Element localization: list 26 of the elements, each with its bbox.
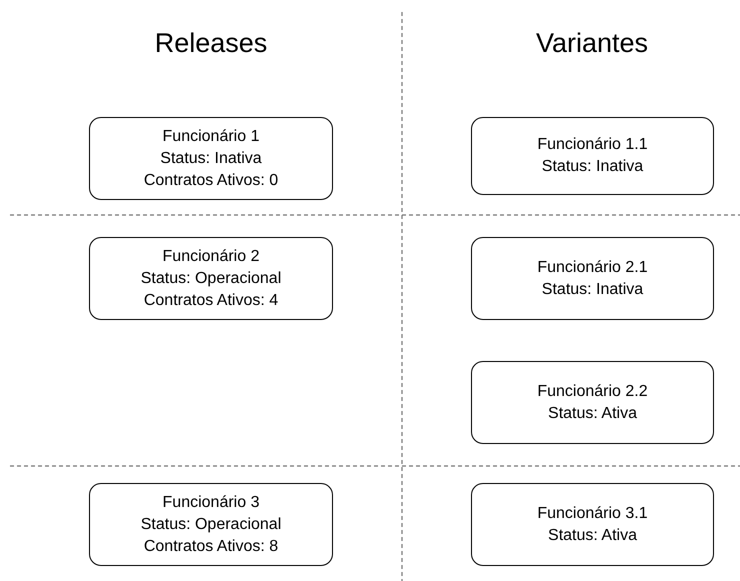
rounded-box <box>89 237 333 320</box>
status-text: Status: Inativa <box>160 148 262 168</box>
status-text: Status: Inativa <box>542 280 644 300</box>
rounded-box <box>471 483 714 566</box>
name-text: Funcionário 3.1 <box>537 504 648 524</box>
column-heading: Variantes <box>534 28 650 59</box>
rounded-box <box>471 237 714 320</box>
contracts-text: Contratos Ativos: 8 <box>144 536 278 556</box>
rounded-box <box>471 117 714 195</box>
status-text: Status: Ativa <box>548 526 637 546</box>
name-text: Funcionário 2.2 <box>537 382 648 402</box>
contracts-text: Contratos Ativos: 4 <box>144 290 278 310</box>
column-heading: Releases <box>154 28 268 59</box>
status-text: Status: Inativa <box>542 157 644 177</box>
status-text: Status: Ativa <box>548 404 637 424</box>
rounded-box <box>89 117 333 200</box>
name-text: Funcionário 2 <box>162 246 260 266</box>
contracts-text: Contratos Ativos: 0 <box>144 170 278 190</box>
status-text: Status: Operacional <box>140 268 282 288</box>
rounded-box <box>89 483 333 566</box>
name-text: Funcionário 3 <box>162 492 260 512</box>
name-text: Funcionário 1.1 <box>537 135 648 155</box>
rounded-box <box>471 361 714 444</box>
name-text: Funcionário 1 <box>162 126 260 146</box>
status-text: Status: Operacional <box>140 514 282 534</box>
name-text: Funcionário 2.1 <box>537 258 648 278</box>
